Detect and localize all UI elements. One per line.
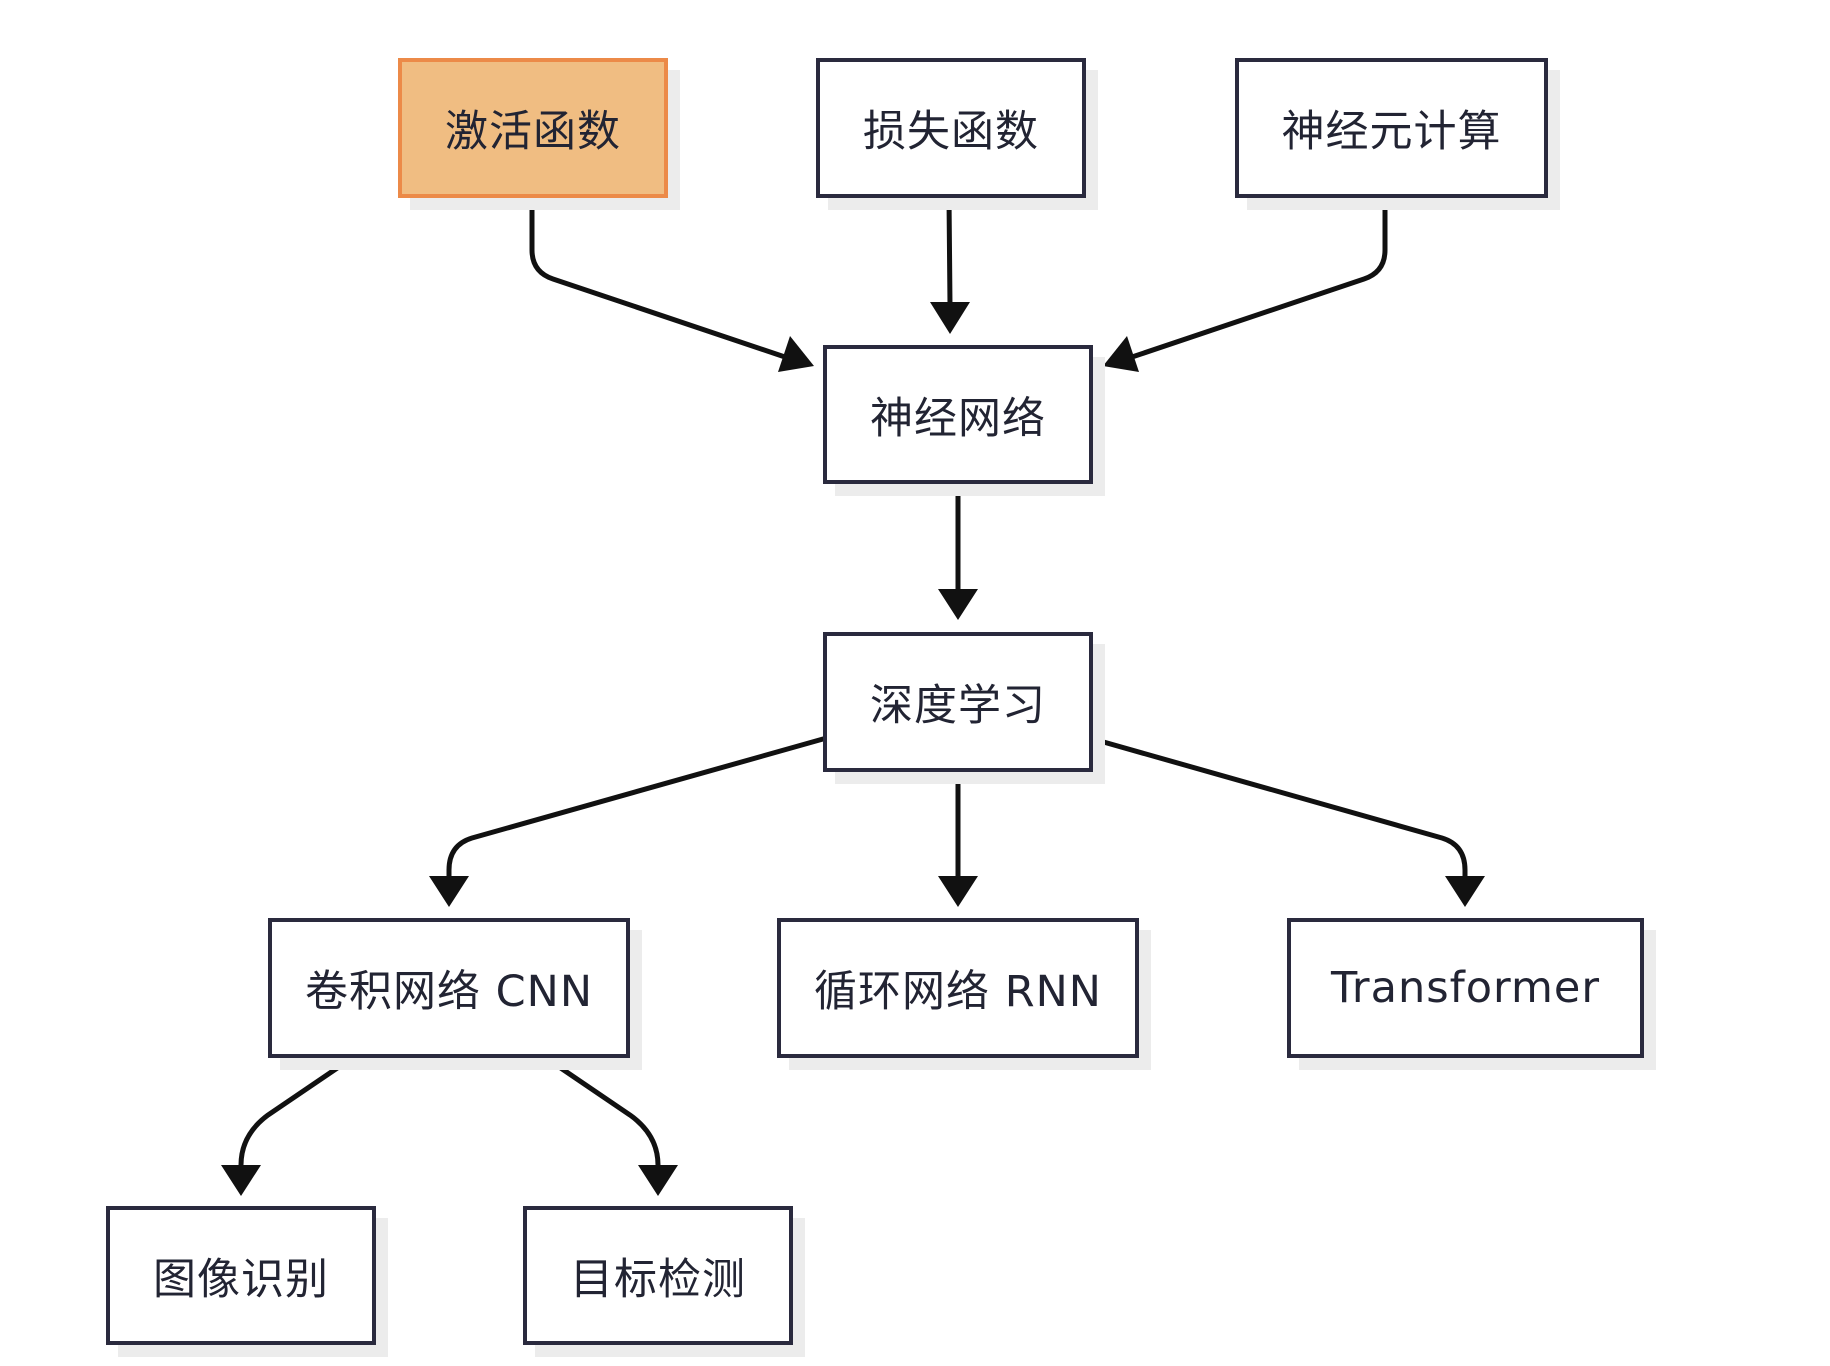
arrowhead-icon [638,1165,678,1196]
edge-deep-learning-to-transformer [1090,736,1468,883]
node-object-detection: 目标检测 [523,1206,793,1345]
arrowhead-icon [1103,336,1139,372]
arrowhead-icon [778,336,814,372]
node-label: Transformer [1330,963,1601,1013]
edge-neuron-to-neural-net [1129,195,1388,360]
node-loss-function: 损失函数 [816,58,1086,198]
node-label: 目标检测 [570,1254,746,1305]
edge-cnn-to-object-detection [543,1055,661,1171]
node-rnn: 循环网络 RNN [777,918,1139,1058]
node-label: 卷积网络 CNN [304,967,594,1017]
arrowhead-icon [429,876,469,907]
node-label: 图像识别 [153,1254,329,1305]
edge-deep-learning-to-cnn [446,736,826,883]
node-cnn: 卷积网络 CNN [268,918,630,1058]
arrowhead-icon [938,876,978,907]
node-label: 神经网络 [870,393,1046,444]
node-neural-network: 神经网络 [823,345,1093,484]
node-label: 神经元计算 [1281,107,1502,157]
edge-loss-to-neural-net [946,195,953,308]
node-neuron-computation: 神经元计算 [1235,58,1548,198]
arrowhead-icon [930,302,970,334]
edge-activation-to-neural-net [529,195,788,360]
edge-cnn-to-image-recognition [238,1055,355,1171]
arrowhead-icon [221,1165,261,1196]
arrowhead-icon [1445,876,1485,907]
node-label: 激活函数 [445,107,621,157]
arrowhead-icon [938,589,978,620]
node-activation-function: 激活函数 [398,58,668,198]
node-image-recognition: 图像识别 [106,1206,376,1345]
node-transformer: Transformer [1287,918,1644,1058]
node-deep-learning: 深度学习 [823,632,1093,772]
node-label: 循环网络 RNN [814,967,1102,1017]
node-label: 深度学习 [870,681,1046,731]
node-label: 损失函数 [863,107,1039,157]
